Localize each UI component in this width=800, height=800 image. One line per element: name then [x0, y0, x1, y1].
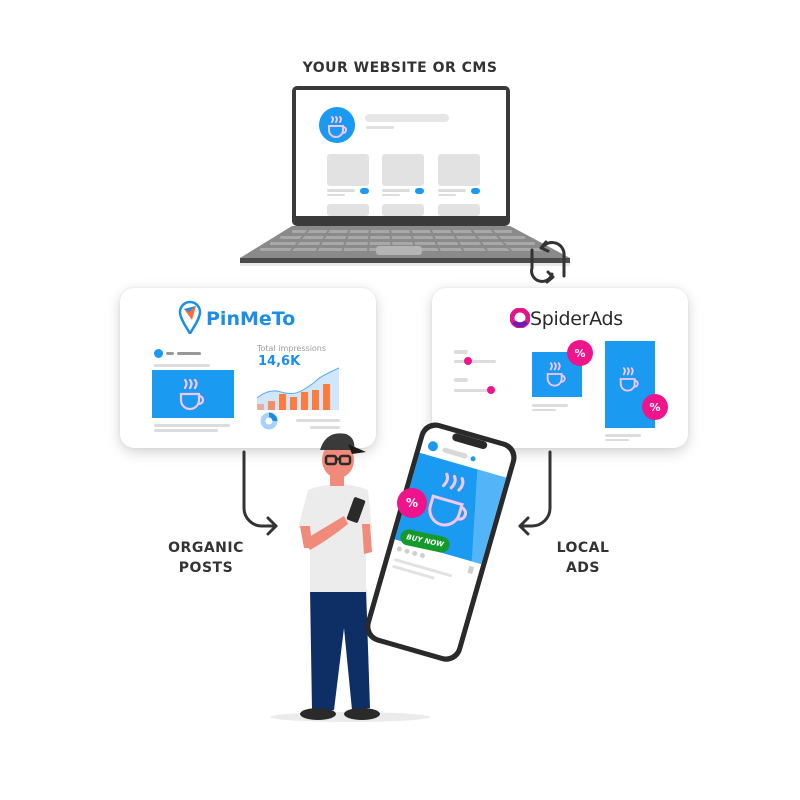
impressions-label: Total impressions — [257, 344, 327, 353]
local-ads-label: LOCAL ADS — [556, 540, 610, 576]
pinmeto-logo-icon — [178, 300, 202, 335]
pinmeto-card: PinMeTo Total impressions 14,6K — [120, 288, 376, 448]
discount-badge: % — [567, 340, 593, 366]
organic-posts-label: ORGANIC POSTS — [168, 540, 244, 576]
curved-arrow-icon — [518, 450, 552, 536]
person-illustration — [298, 433, 380, 720]
coffee-cup-icon — [179, 378, 205, 411]
pinmeto-brand: PinMeTo — [206, 308, 296, 330]
coffee-cup-icon — [546, 362, 566, 387]
discount-badge: % — [397, 488, 427, 518]
discount-badge: % — [642, 394, 668, 420]
website-label: YOUR WEBSITE OR CMS — [302, 60, 498, 76]
post-image — [152, 370, 234, 418]
slider-handle[interactable] — [464, 357, 472, 365]
donut-chart — [260, 412, 278, 430]
avatar — [154, 349, 163, 358]
coffee-cup-icon — [619, 367, 639, 392]
spiderads-brand: SpiderAds — [530, 308, 623, 330]
sync-arrows-icon — [530, 240, 566, 284]
laptop-illustration — [240, 86, 570, 266]
curved-arrow-icon — [242, 450, 278, 536]
slider-handle[interactable] — [487, 386, 495, 394]
spiderads-logo-icon — [510, 308, 530, 328]
impressions-chart — [256, 367, 340, 410]
impressions-value: 14,6K — [258, 354, 301, 369]
spiderads-card: SpiderAds % % — [432, 288, 688, 448]
